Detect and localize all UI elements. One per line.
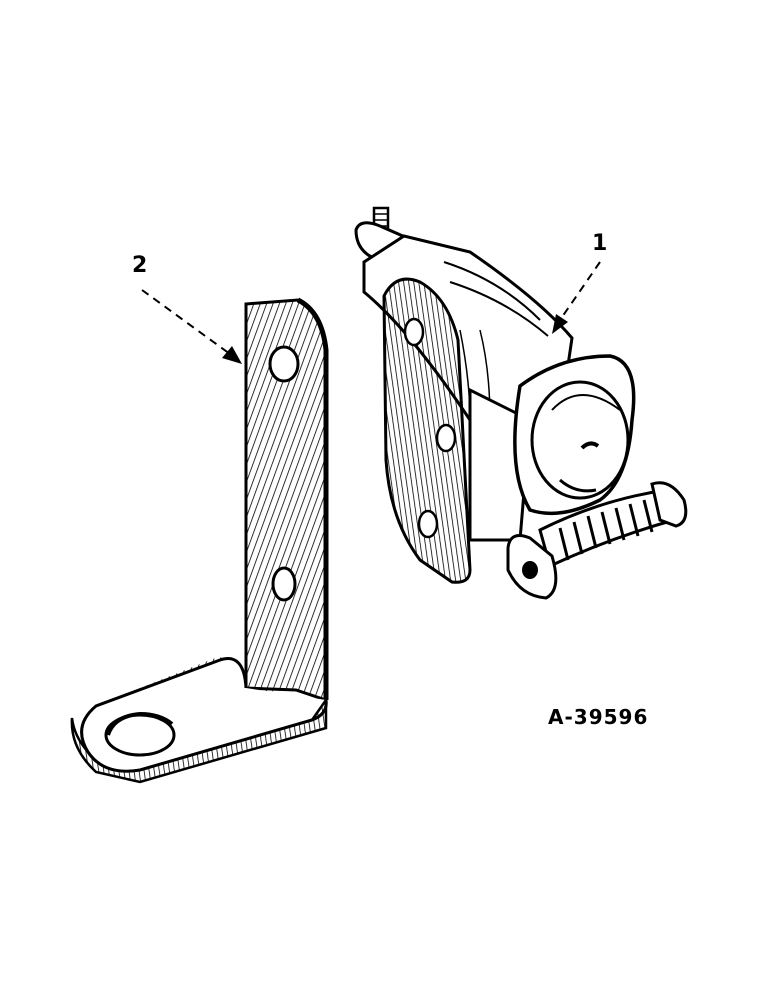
bracket-foot-edge (70, 696, 328, 784)
hinge-spring (538, 488, 676, 569)
center-mark (580, 441, 600, 450)
cover-inner-ring (530, 380, 630, 500)
callout-2-arrowhead (222, 346, 242, 364)
callout-1-number: 1 (592, 231, 607, 256)
bracket-upper-hole (268, 345, 300, 383)
bracket-middle-hole (271, 566, 297, 602)
callout-1: 1 (552, 231, 607, 334)
hinge-end-right (650, 481, 688, 528)
plate-hole-lower (417, 509, 439, 539)
callout-2-number: 2 (132, 253, 147, 278)
callout-2-leader (141, 289, 231, 355)
mounting-plate (382, 277, 472, 584)
plate-hole-middle (435, 423, 457, 453)
bracket-leg-edge (296, 297, 329, 700)
figure-code: A-39596 (548, 705, 648, 729)
unit-assembly-part (354, 206, 688, 600)
callout-1-leader (559, 261, 601, 321)
callout-2: 2 (132, 253, 242, 364)
callout-1-arrowhead (552, 314, 568, 334)
bracket-part (70, 297, 329, 784)
plate-hole-upper (403, 317, 425, 347)
